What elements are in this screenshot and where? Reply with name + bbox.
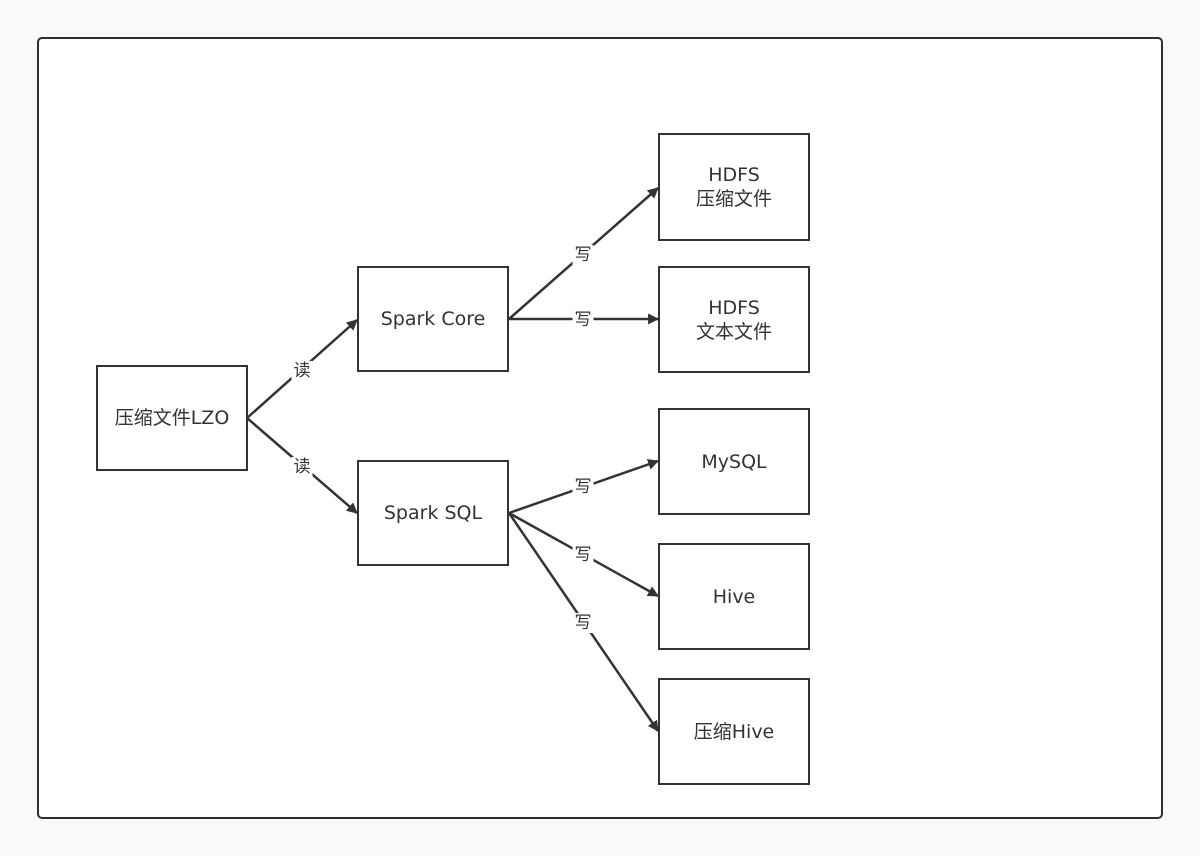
node-hive-label: Hive xyxy=(712,585,756,608)
node-compressed-hive-label: 压缩Hive xyxy=(693,720,775,743)
node-mysql-label: MySQL xyxy=(701,450,767,473)
node-lzo-file-label: 压缩文件LZO xyxy=(114,407,230,429)
node-compressed-hive: 压缩Hive xyxy=(658,678,810,785)
node-hive: Hive xyxy=(658,543,810,650)
edge-label-sql-to-hive: 写 xyxy=(572,545,594,565)
node-spark-core-label: Spark Core xyxy=(380,308,486,330)
edge-label-sql-to-compressed-hive: 写 xyxy=(572,613,594,633)
node-hdfs-compressed-line1: HDFS xyxy=(708,164,760,186)
edge-label-lzo-to-sql: 读 xyxy=(291,457,313,477)
edge-label-sql-to-mysql: 写 xyxy=(572,477,594,497)
edge-label-lzo-to-core: 读 xyxy=(291,361,313,381)
node-spark-core: Spark Core xyxy=(357,266,509,372)
node-spark-sql-label: Spark SQL xyxy=(383,502,483,524)
node-spark-sql: Spark SQL xyxy=(357,460,509,566)
node-hdfs-text-line1: HDFS xyxy=(708,296,760,319)
node-hdfs-text-line2: 文本文件 xyxy=(695,320,772,343)
node-lzo-file: 压缩文件LZO xyxy=(96,365,248,471)
node-hdfs-text: HDFS 文本文件 xyxy=(658,266,810,373)
node-hdfs-compressed: HDFS 压缩文件 xyxy=(658,133,810,241)
node-mysql: MySQL xyxy=(658,408,810,515)
node-hdfs-compressed-line2: 压缩文件 xyxy=(695,188,772,210)
edge-label-core-to-hdfs-compressed: 写 xyxy=(572,245,594,265)
edge-label-core-to-hdfs-text: 写 xyxy=(572,310,594,330)
